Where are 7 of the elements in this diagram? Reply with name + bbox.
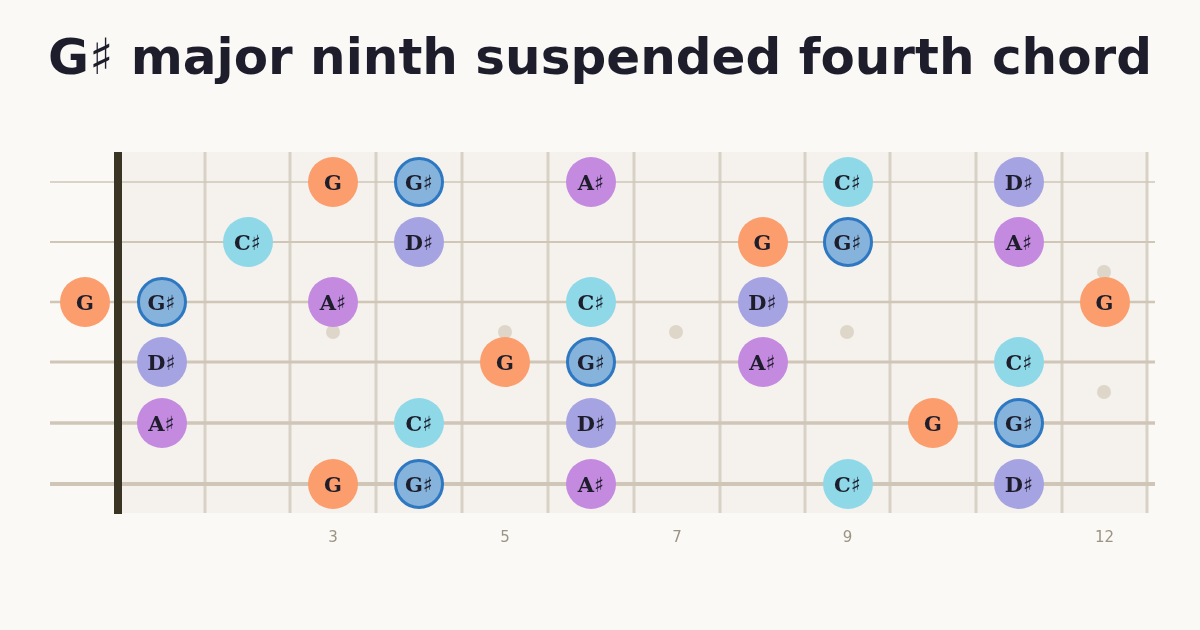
fret-number: 9 (841, 528, 854, 546)
title: G♯ major ninth suspended fourth chord (47, 28, 1153, 86)
fret-number: 7 (671, 528, 683, 546)
fret-number: 12 (1093, 528, 1116, 546)
fret-number: 3 (327, 528, 339, 546)
note-marker: G (60, 277, 110, 327)
fret-number: 5 (499, 528, 511, 546)
